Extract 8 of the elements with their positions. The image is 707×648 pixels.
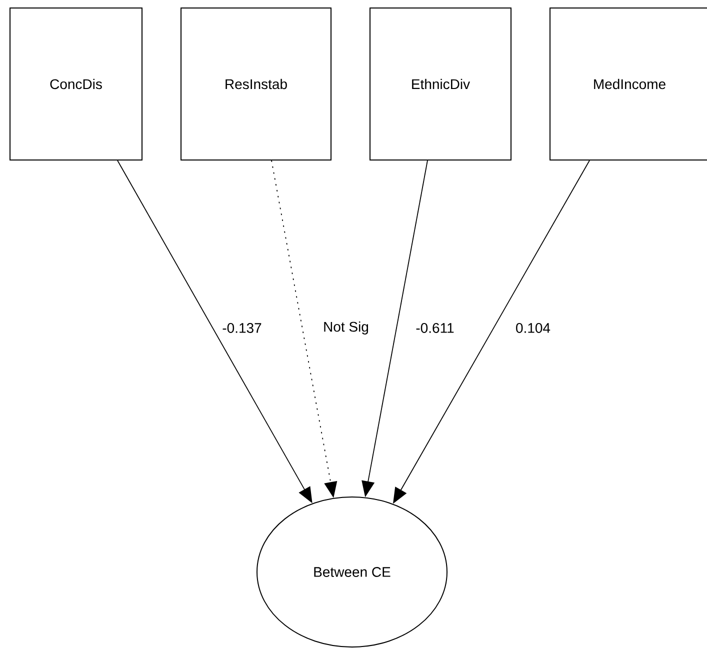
variable-box: EthnicDiv bbox=[370, 8, 512, 160]
variable-box: ResInstab bbox=[180, 8, 332, 160]
edge-label: 0.104 bbox=[514, 322, 552, 334]
edge-label: -0.137 bbox=[221, 322, 263, 334]
variable-box: MedIncome bbox=[550, 8, 707, 160]
edge-label: Not Sig bbox=[322, 320, 370, 336]
variable-box: ConcDis bbox=[10, 8, 142, 160]
edge-label: -0.611 bbox=[414, 322, 456, 334]
